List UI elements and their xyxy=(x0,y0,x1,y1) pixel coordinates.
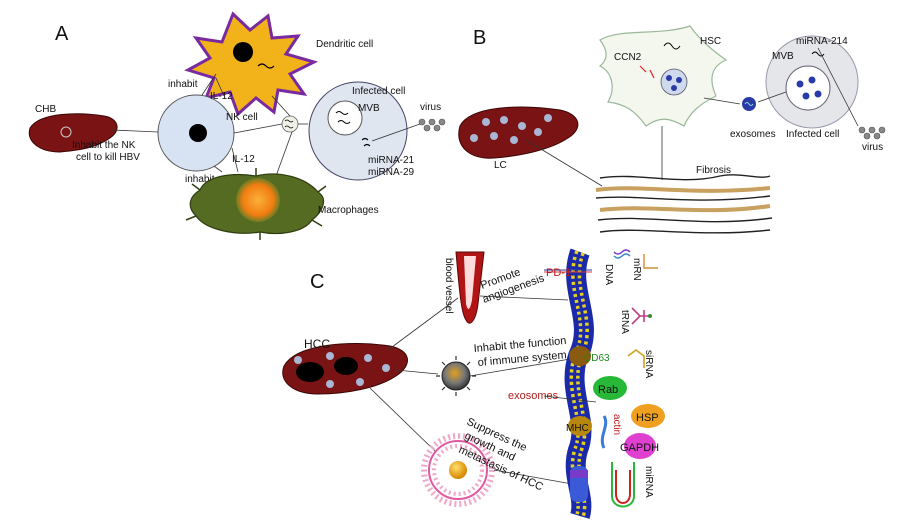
dendritic-cell-label: Dendritic cell xyxy=(316,39,373,50)
inhabit-nk-line1: Inhabit the NK xyxy=(72,140,136,151)
sirna-icon xyxy=(627,349,645,368)
mirna-hairpin-icon xyxy=(611,462,635,508)
nk-to-chb-arrow xyxy=(111,129,159,133)
chb-liver-icon xyxy=(28,113,118,153)
dna-label: DNA xyxy=(603,264,614,285)
panel-a-label: A xyxy=(55,23,69,45)
virus-to-cell-arrow xyxy=(371,123,421,142)
mirna29-label: miRNA-29 xyxy=(368,167,415,178)
mirna21-label: miRNA-21 xyxy=(368,155,415,166)
mhc-label: MHC xyxy=(566,423,589,434)
infected-cell-a-label: Infected cell xyxy=(352,86,405,97)
nk-cell-label: NK cell xyxy=(226,112,258,123)
exosome-a-icon xyxy=(281,115,299,133)
panel-b-label: B xyxy=(473,27,486,49)
nk-cell xyxy=(157,94,235,172)
mvb-b xyxy=(785,65,831,111)
fibrosis-label: Fibrosis xyxy=(696,165,731,176)
inhabit-nk-line2: cell to kill HBV xyxy=(76,152,140,163)
il12-top-label: IL-12 xyxy=(210,91,233,102)
exosomes-b-icon xyxy=(742,97,756,111)
panel-b: B HSC CCN2 MVB miRNA-214 Infected cell xyxy=(458,25,886,234)
virus-b-icon xyxy=(858,126,886,140)
mrna-icon xyxy=(643,254,658,269)
virus-a-label: virus xyxy=(420,102,441,113)
exosome-membrane xyxy=(564,248,594,519)
hcc-liver-icon xyxy=(282,342,408,395)
infected-cell-a xyxy=(308,81,408,181)
blood-vessel-label: blood vessel xyxy=(443,258,454,314)
immune-exosome-icon xyxy=(436,356,476,396)
lc-liver-icon xyxy=(458,106,579,159)
lc-label: LC xyxy=(494,160,507,171)
actin-icon xyxy=(600,415,608,449)
inhabit-top-label: inhabit xyxy=(168,79,198,90)
rab-icon xyxy=(593,376,627,400)
rab-label: Rab xyxy=(598,384,618,396)
blood-vessel-icon xyxy=(455,251,485,324)
il12-bottom-label: IL-12 xyxy=(232,154,255,165)
exosomes-b-label: exosomes xyxy=(730,129,776,140)
sirna-label: siRNA xyxy=(643,350,654,379)
panel-c-label: C xyxy=(310,271,324,293)
pd1-label: PD-1 xyxy=(546,267,571,279)
infected-cell-b-label: Infected cell xyxy=(786,129,839,140)
mvb-a-label: MVB xyxy=(358,103,380,114)
macrophages-label: Macrophages xyxy=(318,205,379,216)
gapdh-icon xyxy=(624,433,656,459)
trna-label: tRNA xyxy=(619,310,630,334)
hsp-label: HSP xyxy=(636,412,659,424)
mvb-a xyxy=(327,100,363,136)
trna-icon xyxy=(631,307,652,325)
macrophage xyxy=(185,168,327,240)
chb-label: CHB xyxy=(35,104,56,115)
dna-icon xyxy=(613,249,631,259)
panel-a: A Dendritic cell NK cell inhabit IL-12 C… xyxy=(28,11,446,240)
dendritic-cell xyxy=(184,11,319,117)
exosomes-c-label: exosomes xyxy=(508,390,559,402)
hsc-label: HSC xyxy=(700,36,721,47)
mvb-b-label: MVB xyxy=(772,51,794,62)
panel-c: C blood vessel HCC xyxy=(282,248,665,519)
gapdh-label: GAPDH xyxy=(620,442,659,454)
mrna-label: mRN xyxy=(631,258,642,281)
nk-to-dc-arrow xyxy=(215,77,225,97)
hcc-label: HCC xyxy=(304,337,330,351)
liposome-exosome-icon xyxy=(421,433,495,507)
dc-to-nk-arrow xyxy=(201,73,217,96)
hsc-cell xyxy=(598,25,728,127)
mirna214-label: miRNA-214 xyxy=(796,36,848,47)
inhabit-bottom-label: inhabit xyxy=(185,174,215,185)
infected-cell-b xyxy=(765,35,859,129)
hsp-icon xyxy=(631,404,665,428)
virus-a-icon xyxy=(418,118,446,132)
ccn2-label: CCN2 xyxy=(614,52,642,63)
actin-label: actin xyxy=(611,414,622,435)
mirna-label: miRNA xyxy=(643,466,654,498)
cd63-label: CD63 xyxy=(584,353,610,364)
virus-b-label: virus xyxy=(862,142,883,153)
fibrosis-fibers xyxy=(595,174,773,234)
